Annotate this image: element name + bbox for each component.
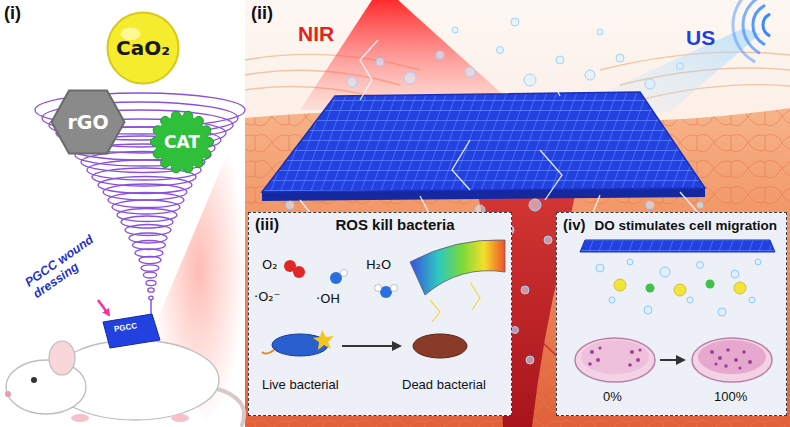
node-label: CaO₂ [116, 36, 170, 60]
species-label: ·O₂⁻ [254, 290, 280, 305]
panel-title: DO stimulates cell migration [592, 218, 781, 233]
rgo-hexagon: rGO [50, 89, 126, 155]
dressing-label: PGCC wound dressing [22, 223, 117, 302]
node-label: rGO [67, 111, 108, 133]
text-holder: CAT [164, 132, 200, 152]
skin-scene [245, 0, 790, 427]
panel-number: (i) [4, 3, 21, 24]
migration-drawing [575, 240, 775, 382]
species-label: O₂ [262, 258, 277, 273]
panel-title: ROS kill bacteria [285, 216, 505, 233]
mouse [5, 300, 244, 425]
blob-body [155, 115, 209, 169]
inset-panel: (iv) DO stimulates cell migration [556, 212, 787, 416]
panel-number: (iv) [563, 216, 586, 233]
percent-label: 0% [603, 390, 622, 405]
panel-ground [248, 212, 512, 416]
stimulus-label: NIR [298, 22, 334, 46]
state-label: Dead bacterial [402, 378, 486, 393]
node-label: CAT [164, 132, 200, 152]
cat-enzyme: CAT [150, 110, 214, 174]
percent-label: 100% [714, 390, 747, 405]
stimulus-label: US [686, 26, 715, 50]
hexagon [52, 91, 125, 154]
panel-header: (iv) DO stimulates cell migration [557, 213, 786, 233]
text-holder: rGO [67, 111, 108, 133]
species-label: ·OH [316, 292, 340, 307]
panel-number: (iii) [255, 216, 279, 234]
ros-drawing [262, 240, 505, 358]
state-label: Live bacterial [262, 378, 339, 393]
cao2-sphere: CaO₂ [106, 11, 180, 85]
panel-header: (iii) ROS kill bacteria [249, 213, 511, 234]
panel-number: (ii) [251, 3, 273, 24]
species-label: H₂O [366, 258, 391, 273]
text-holder: CaO₂ [116, 36, 170, 60]
sphere [108, 13, 179, 84]
panel-ground [556, 212, 787, 416]
